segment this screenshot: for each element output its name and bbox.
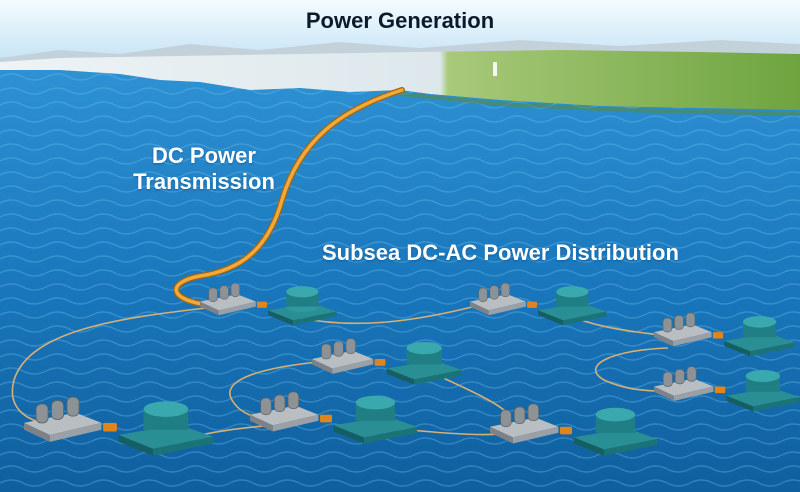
subsea-converter-icon	[500, 403, 540, 428]
subsea-module-1	[200, 282, 337, 326]
connector-icon	[712, 332, 724, 339]
subsea-converter-icon	[662, 312, 696, 333]
transformer-tank-icon	[726, 370, 800, 412]
connector-icon	[714, 386, 726, 394]
power-generation-label: Power Generation	[305, 8, 495, 33]
transformer-tank-icon	[538, 286, 607, 326]
sea-ripples	[0, 58, 800, 492]
subsea-module-7	[490, 403, 658, 456]
connector-icon	[559, 426, 573, 435]
dc-transmission-cable-highlight	[174, 88, 404, 306]
connector-icon	[374, 358, 386, 366]
subsea-converter-icon	[260, 391, 300, 416]
coastline	[0, 50, 800, 110]
transformer-tank-icon	[118, 401, 214, 456]
subsea-converter-icon	[478, 282, 510, 302]
subsea-module-6	[250, 391, 418, 444]
connector-icon	[527, 301, 537, 308]
transformer-tank-icon	[724, 316, 795, 357]
transformer-tank-icon	[268, 286, 337, 326]
subsea-converter-icon	[662, 366, 697, 387]
transformer-tank-icon	[333, 395, 418, 444]
subsea-module-2	[470, 282, 607, 326]
transformer-tank-icon	[386, 341, 462, 385]
connector-icon	[319, 414, 333, 423]
subsea-converter-icon	[321, 338, 356, 360]
connector-icon	[103, 422, 117, 432]
connector-icon	[257, 301, 267, 308]
subsea-converter-icon	[200, 282, 256, 316]
subsea-module-4	[654, 312, 795, 357]
transformer-tank-icon	[573, 407, 658, 456]
subsea-converter-icon	[35, 396, 80, 424]
subsea-module-8	[24, 396, 214, 456]
power-plant-stack	[493, 62, 497, 76]
subsea-module-5	[654, 366, 800, 412]
dc-power-transmission-label: DC Power Transmission	[133, 143, 275, 194]
land-shadow	[400, 92, 800, 116]
subsea-module-3	[312, 338, 462, 385]
subsea-distribution-label: Subsea DC-AC Power Distribution	[322, 240, 679, 265]
